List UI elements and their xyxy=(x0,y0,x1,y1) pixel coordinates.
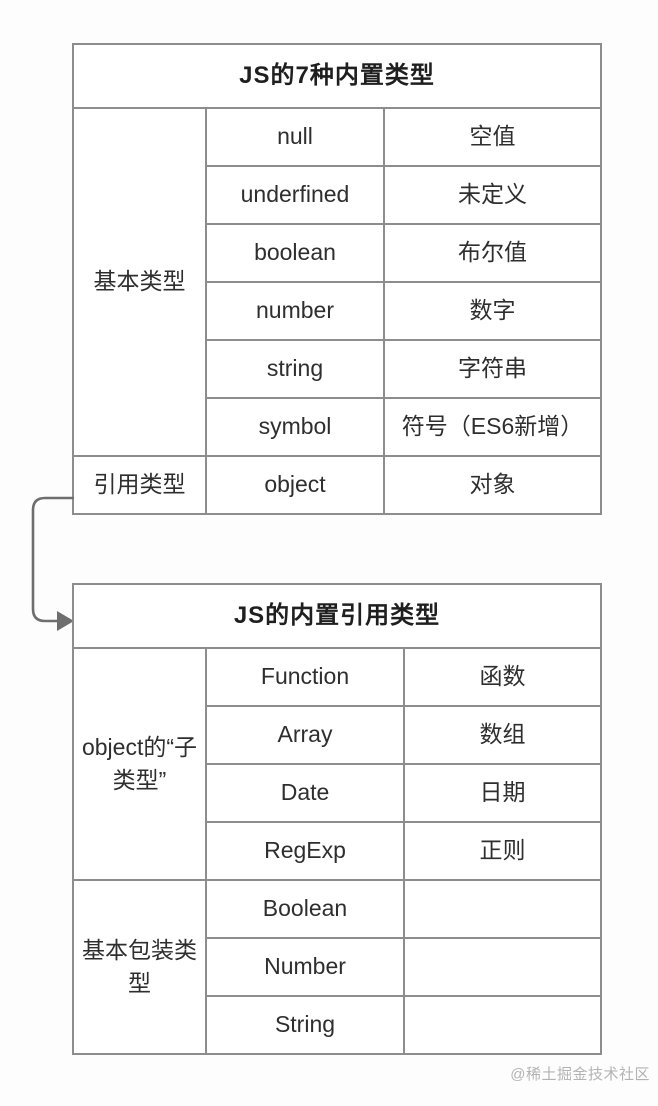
cell-zh-undefined: 未定义 xyxy=(382,165,603,225)
cell-zh-boolean-wrapper xyxy=(403,879,602,939)
cell-en-boolean: boolean xyxy=(205,223,385,283)
cell-en-boolean-wrapper: Boolean xyxy=(205,879,405,939)
group-label-reference-type: 引用类型 xyxy=(72,455,207,515)
cell-en-string-wrapper: String xyxy=(205,995,405,1055)
cell-en-string: string xyxy=(205,339,385,399)
cell-zh-symbol: 符号（ES6新增） xyxy=(382,397,603,457)
cell-zh-function: 函数 xyxy=(403,647,602,707)
cell-en-function: Function xyxy=(205,647,405,707)
cell-en-null: null xyxy=(205,107,385,167)
watermark: @稀土掘金技术社区 xyxy=(510,1066,650,1083)
cell-zh-number-wrapper xyxy=(403,937,602,997)
cell-zh-string-wrapper xyxy=(403,995,602,1055)
cell-en-undefined: underfined xyxy=(205,165,385,225)
cell-en-object: object xyxy=(205,455,385,515)
connector-arrow xyxy=(31,496,74,631)
cell-en-symbol: symbol xyxy=(205,397,385,457)
cell-en-array: Array xyxy=(205,705,405,765)
group-label-basic-types: 基本类型 xyxy=(72,107,207,457)
arrowhead-icon xyxy=(57,611,74,631)
cell-en-date: Date xyxy=(205,763,405,823)
reference-types-table: JS的内置引用类型 object的“子类型” Function 函数 Array… xyxy=(72,583,602,1055)
cell-en-number-wrapper: Number xyxy=(205,937,405,997)
cell-zh-regexp: 正则 xyxy=(403,821,602,881)
cell-en-regexp: RegExp xyxy=(205,821,405,881)
group-label-object-subtypes: object的“子类型” xyxy=(72,647,207,881)
cell-zh-date: 日期 xyxy=(403,763,602,823)
cell-zh-array: 数组 xyxy=(403,705,602,765)
cell-zh-number: 数字 xyxy=(382,281,603,341)
table1-title: JS的7种内置类型 xyxy=(71,43,603,109)
cell-zh-null: 空值 xyxy=(382,107,603,167)
builtin-types-table: JS的7种内置类型 基本类型 null 空值 underfined 未定义 bo… xyxy=(71,43,603,515)
cell-zh-string: 字符串 xyxy=(382,339,603,399)
cell-zh-boolean: 布尔值 xyxy=(382,223,603,283)
cell-en-number: number xyxy=(205,281,385,341)
group-label-wrapper-types: 基本包装类型 xyxy=(72,879,207,1055)
cell-zh-object: 对象 xyxy=(382,455,603,515)
table2-title: JS的内置引用类型 xyxy=(72,583,602,649)
